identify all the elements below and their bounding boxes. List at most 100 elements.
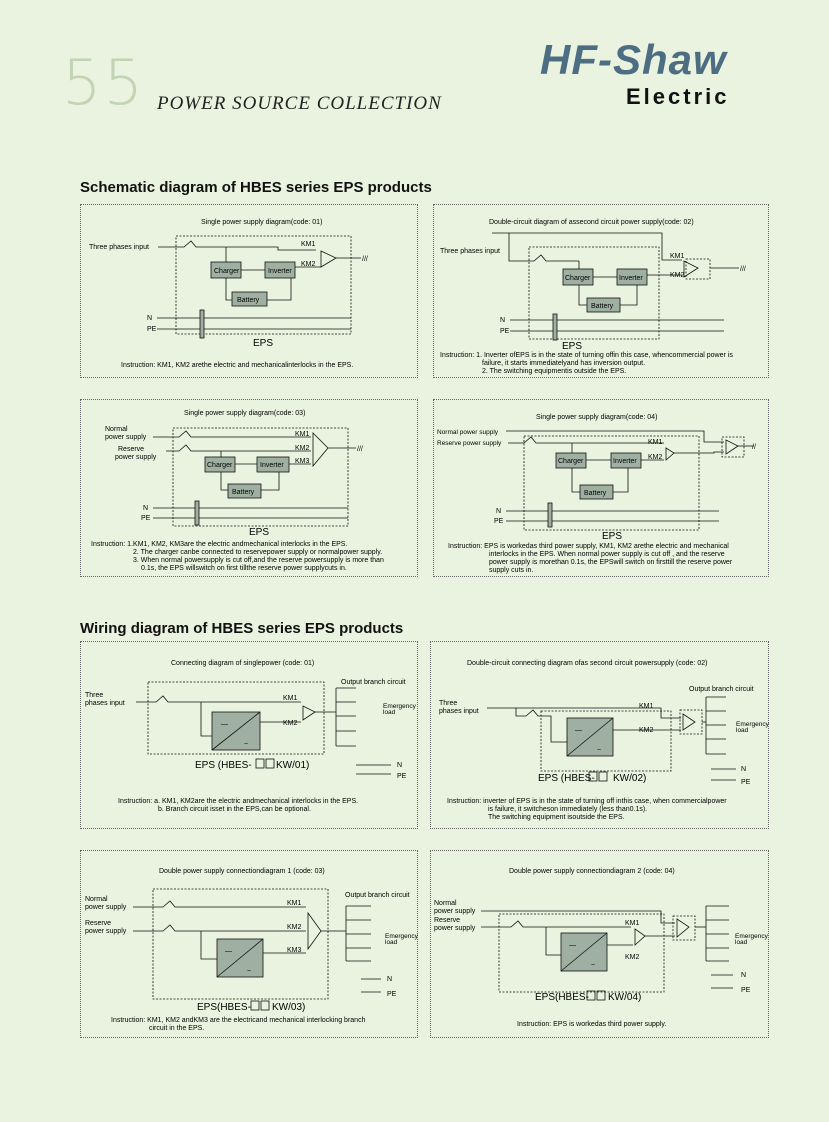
d3-normal-2: power supply [105,434,147,441]
w4-switch-box [672,915,696,941]
brand-logo: HF-Shaw [540,36,727,83]
schematic-diagram-01: Single power supply diagram(code: 01) Th… [89,219,368,369]
w3-km3: KM3 [287,947,302,954]
w2-input-2: phases input [439,708,479,715]
w1-ups-feed [200,702,212,737]
d2-battery-label: Battery [591,303,614,310]
w4-emergency-1: Emergency [735,933,769,940]
d1-title: Single power supply diagram(code: 01) [201,219,322,226]
d4-title: Single power supply diagram(code: 04) [536,414,657,421]
w4-n: N [741,972,746,979]
d1-battery-link-b [267,278,292,301]
w2-output-branch: Output branch circuit [689,686,754,693]
d4-switch-box [721,436,745,458]
d4-instruction-3: power supply is morethan 0.1s, the EPSwi… [489,559,733,566]
w4-normal-2: power supply [434,908,476,915]
d3-eps-label: EPS [249,527,269,538]
d1-eps-enclosure [175,235,352,335]
w1-pe: PE [397,773,407,780]
d2-inverter-label: Inverter [619,275,643,282]
d3-instruction-1: Instruction: 1.KM1, KM2, KM3are the elec… [91,541,347,548]
w2-eps-enclosure [540,710,672,772]
d3-battery-link-a [220,472,228,491]
w1-eps-box-b [265,758,275,769]
d3-reserve-1: Reserve [118,446,144,453]
w4-pe: PE [741,987,751,994]
d3-inverter [256,456,290,473]
d4-charger-label: Charger [558,458,584,465]
d4-normal: Normal power supply [437,429,499,436]
wiring-diagram-03: Double power supply connectiondiagram 1 … [85,868,419,1032]
wiring-diagram-01: Connecting diagram of singlepower (code:… [85,660,417,813]
w3-reserve-line [133,924,306,932]
d2-eps-label: EPS [562,341,582,352]
d3-km1: KM1 [295,431,310,438]
w3-ups-dc: — [225,948,232,955]
d3-terminal [194,500,200,526]
d4-eps-enclosure [523,435,700,531]
d4-instruction-1: Instruction: EPS is workedas third power… [448,543,729,550]
w4-eps-enclosure [498,913,665,993]
d3-charger [204,456,236,473]
d4-instruction-4: supply cuts in. [489,567,533,574]
schematic-panel-03: Single power supply diagram(code: 03) No… [80,399,418,577]
w1-main-line [136,695,301,703]
w4-ups-diagonal [560,932,608,972]
d2-charger-label: Charger [565,275,591,282]
w3-branches [345,905,371,962]
w1-km2: KM2 [283,720,298,727]
w2-instruction-3: The switching equipment isoutside the EP… [488,814,625,821]
schematic-panel-02: Double-circuit diagram of assecond circu… [433,204,769,378]
d1-inverter [264,261,296,279]
d3-reserve-2: power supply [115,454,157,461]
wiring-panel-02: Double-circuit connecting diagram ofas s… [430,641,770,829]
d4-contactor-inner [665,447,675,461]
w3-eps-enclosure [152,888,329,1000]
d4-instruction-2: interlocks in the EPS. When normal power… [489,551,725,558]
w4-eps-box-a [586,990,596,1001]
w2-km1: KM1 [639,703,654,710]
w2-main-line [515,708,567,743]
w3-pe: PE [387,991,397,998]
w3-km2: KM2 [287,924,302,931]
d4-inner-output [674,451,724,454]
d4-contactor-outer [725,439,739,455]
w2-instruction-1: Instruction: inverter of EPS is in the s… [447,798,727,805]
w2-emergency-2: load [736,727,749,734]
w1-eps-box-a [255,758,265,769]
schematic-diagram-04: Single power supply diagram(code: 04) No… [437,414,756,574]
d3-eps-enclosure [172,427,349,527]
w1-contactor [302,705,316,721]
w4-contactor-outer [676,918,690,938]
w1-n: N [397,762,402,769]
w2-instruction-2: is failure, it switcheson immediately (l… [488,806,647,813]
w1-input-1: Three [85,692,103,699]
d1-input-label: Three phases input [89,244,149,251]
w4-ups-feed [545,927,561,956]
d4-reserve: Reserve power supply [437,440,502,447]
d3-battery-label: Battery [232,489,255,496]
d2-eps-enclosure [528,246,660,340]
d4-output-tick: // [752,444,756,451]
w1-eps-enclosure [147,681,325,755]
d3-normal-line [153,430,311,438]
w4-reserve-line [481,920,631,928]
d2-km1: KM1 [670,253,685,260]
w1-title: Connecting diagram of singlepower (code:… [171,660,314,667]
d1-terminal [199,309,205,339]
w1-branches [335,687,356,747]
wiring-section-title: Wiring diagram of HBES series EPS produc… [80,620,404,637]
w1-input-2: phases input [85,700,125,707]
d3-n: N [143,505,148,512]
d3-charger-label: Charger [207,462,233,469]
w4-normal-1: Normal [434,900,457,907]
w2-ups-dc: — [575,727,582,734]
d4-inverter [610,452,642,469]
d2-km2: KM2 [670,272,685,279]
w1-output-branch: Output branch circuit [341,679,406,686]
w3-km1: KM1 [287,900,302,907]
d1-contactor [320,250,337,268]
w1-km1: KM1 [283,695,298,702]
d4-normal-line [506,430,724,443]
d2-switch-box [685,258,711,280]
